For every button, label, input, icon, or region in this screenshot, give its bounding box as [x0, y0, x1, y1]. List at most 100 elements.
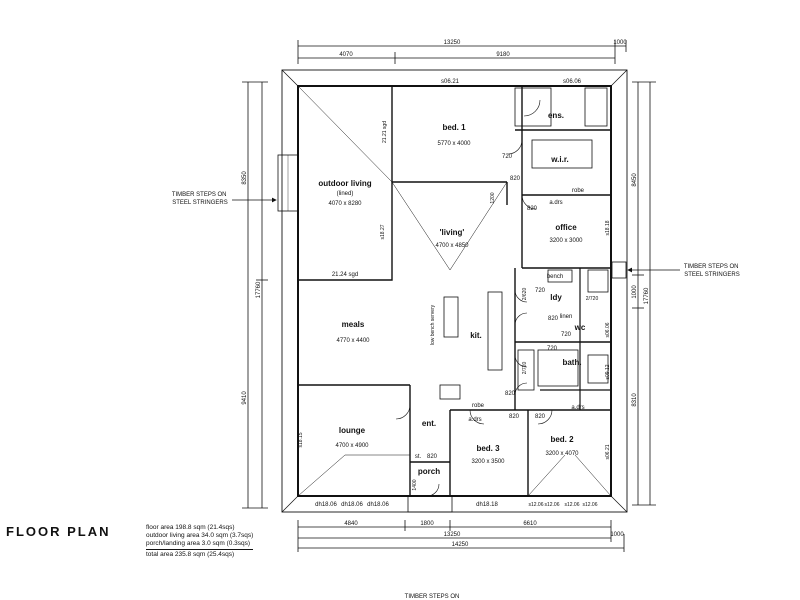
label-low-bench: low bench servery	[430, 304, 436, 345]
doors	[395, 99, 553, 497]
dim-right-lower: 8310	[632, 393, 638, 407]
label-door-2620: 2/620	[522, 288, 528, 301]
label-door-720-c: 720	[561, 332, 572, 338]
label-sgd-upper: 21.21 sgd	[382, 121, 388, 143]
annotation-labels: s06.21 s06.06 21.21 sgd 21.24 sgd s18.27…	[172, 79, 740, 600]
label-dh1818: dh18.18	[476, 502, 498, 508]
dim-top-left: 4070	[339, 52, 353, 58]
dim-bottom-mid: 1800	[420, 521, 434, 527]
label-robe1: robe	[572, 188, 585, 194]
label-s0606: s06.06	[563, 79, 582, 85]
room-wir: w.i.r.	[550, 155, 569, 164]
room-bed3: bed. 3	[476, 444, 500, 453]
label-dh1806-b: dh18.06	[341, 502, 363, 508]
label-door-820-b: 820	[527, 206, 538, 212]
room-outdoor-note: (lined)	[337, 191, 354, 197]
label-door-720-a: 720	[502, 154, 513, 160]
room-porch: porch	[418, 467, 440, 476]
room-wc: wc	[574, 323, 586, 332]
room-ldy: ldy	[550, 293, 562, 302]
dim-bottom-right: 6610	[523, 521, 537, 527]
dim-top-total: 13250	[444, 40, 461, 46]
room-bed1-size: 5770 x 4000	[437, 141, 471, 147]
label-dh1806-a: dh18.06	[315, 502, 337, 508]
dim-left-upper: 8350	[242, 171, 248, 185]
label-door-820-g: 820	[427, 454, 438, 460]
area-floor: floor area 198.8 sqm (21.4sqs)	[146, 524, 235, 531]
dim-bottom-ext: 1000	[610, 532, 624, 538]
floor-plan-title: FLOOR PLAN	[6, 524, 111, 539]
area-porch: porch/landing area 3.0 sqm (0.3sqs)	[146, 540, 251, 547]
label-s1206-c: s12.06	[564, 502, 579, 508]
label-door-820-a: 820	[510, 176, 521, 182]
label-door-2720-b: 2/720	[522, 362, 528, 375]
label-adrs2: a.drs	[571, 405, 584, 411]
label-s0606-right: s06.06	[605, 322, 611, 337]
dim-right-total: 17760	[644, 287, 650, 304]
dim-right-upper: 8450	[632, 173, 638, 187]
room-bed2: bed. 2	[550, 435, 574, 444]
room-meals-size: 4770 x 4400	[336, 338, 370, 344]
label-s1818: s18.18	[605, 220, 611, 235]
label-door-820-d: 820	[505, 391, 516, 397]
room-living-size: 4700 x 4850	[435, 243, 469, 249]
room-bed1: bed. 1	[442, 123, 466, 132]
label-door-720-d: 720	[547, 346, 558, 352]
room-office-size: 3200 x 3000	[549, 238, 583, 244]
room-lounge-size: 4700 x 4900	[335, 443, 369, 449]
label-s0621-right: s06.21	[605, 444, 611, 459]
label-door-1200: 1200	[490, 192, 496, 203]
area-summary: floor area 198.8 sqm (21.4sqs) outdoor l…	[146, 524, 254, 559]
label-s1815: s18.15	[298, 432, 304, 447]
dim-top-right-ext: 1000	[613, 40, 627, 46]
label-door-820-f: 820	[535, 414, 546, 420]
label-steps-right-line2: STEEL STRINGERS	[684, 272, 739, 278]
label-s1827: s18.27	[380, 224, 386, 239]
room-ent: ent.	[422, 419, 436, 428]
label-dh1806-c: dh18.06	[367, 502, 389, 508]
dimension-text: 13250 1000 4070 9180 8350 17760 9410 845…	[242, 40, 650, 548]
label-bench: bench	[547, 274, 563, 280]
label-steps-left-line1: TIMBER STEPS ON	[172, 192, 227, 198]
label-steps-left-line2: STEEL STRINGERS	[172, 200, 227, 206]
area-total: total area 235.8 sqm (25.4sqs)	[146, 549, 254, 559]
label-s1206-d: s12.06	[582, 502, 597, 508]
label-s1206-b: s12.06	[544, 502, 559, 508]
label-door-720-b: 720	[535, 288, 546, 294]
label-adrs1: a.drs	[549, 200, 562, 206]
room-bed2-size: 3200 x 4070	[545, 451, 579, 457]
dim-right-mid: 1000	[632, 285, 638, 299]
label-door-820-e: 820	[509, 414, 520, 420]
dim-left-lower: 9410	[242, 391, 248, 405]
room-office: office	[555, 223, 577, 232]
label-steps-right-line1: TIMBER STEPS ON	[684, 264, 739, 270]
room-outdoor: outdoor living	[318, 179, 371, 188]
room-bath: bath.	[562, 358, 581, 367]
dimension-lines	[242, 40, 656, 552]
label-s0621-top: s06.21	[441, 79, 460, 85]
label-steps-bottom: TIMBER STEPS ON	[405, 594, 460, 600]
dim-bottom-total: 14250	[452, 542, 469, 548]
walls	[277, 69, 628, 513]
room-kit: kit.	[470, 331, 482, 340]
label-sgd-lower: 21.24 sgd	[332, 272, 358, 278]
label-st: st.	[415, 454, 422, 460]
room-outdoor-size: 4070 x 8280	[328, 201, 362, 207]
room-bed3-size: 3200 x 3500	[471, 459, 505, 465]
dim-bottom-left: 4840	[344, 521, 358, 527]
label-s0912: s09.12	[605, 364, 611, 379]
label-door-820-c: 820	[548, 316, 559, 322]
dim-top-right: 9180	[496, 52, 510, 58]
label-steps-left: TIMBER STEPS ON STEEL STRINGERS	[172, 192, 228, 206]
label-linen: linen	[560, 314, 573, 320]
dim-bottom-total-inner: 13250	[444, 532, 461, 538]
leader-arrows	[232, 197, 680, 273]
label-adrs3: a.drs	[468, 417, 481, 423]
area-outdoor: outdoor living area 34.0 sqm (3.7sqs)	[146, 532, 254, 539]
room-meals: meals	[342, 320, 365, 329]
label-steps-right: TIMBER STEPS ON STEEL STRINGERS	[684, 264, 740, 278]
label-s1206-a: s12.06	[528, 502, 543, 508]
room-labels: bed. 1 5770 x 4000 ens. w.i.r. outdoor l…	[318, 111, 586, 476]
dim-left-total: 17760	[256, 281, 262, 298]
